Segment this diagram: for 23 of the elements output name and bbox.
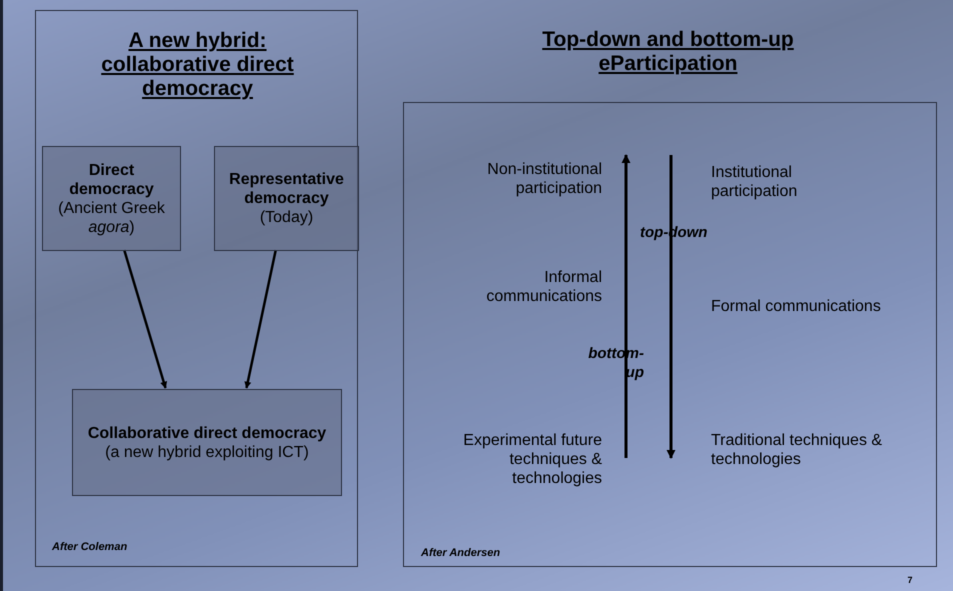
panel: [35, 10, 358, 567]
panel-title: A new hybrid: collaborative direct democracy: [100, 29, 295, 101]
box-subtext: (Ancient Greek agora): [57, 198, 166, 236]
box-subtext: (Today): [258, 208, 314, 227]
text-label: Traditional techniques & technologies: [711, 431, 884, 469]
text-label: Formal communications: [711, 297, 881, 316]
arrow: [244, 250, 277, 389]
source-note: After Andersen: [421, 547, 500, 559]
text-label: Non-institutional participation: [486, 160, 602, 198]
text-label: Informal communications: [485, 268, 602, 306]
concept-box: [42, 146, 181, 251]
text-label: Institutional participation: [711, 163, 798, 201]
page-number: 7: [906, 575, 914, 585]
box-heading: Collaborative direct democracy: [86, 424, 328, 442]
box-subtext: (a new hybrid exploiting ICT): [104, 442, 310, 462]
box-heading: Representative democracy: [228, 170, 345, 208]
text-label: Experimental future techniques & technologies: [462, 431, 602, 488]
panel-title: Top-down and bottom-up eParticipation: [541, 28, 795, 76]
source-note: After Coleman: [52, 541, 128, 553]
arrow: [123, 250, 168, 389]
concept-box: [214, 146, 359, 251]
concept-box: [72, 389, 342, 496]
box-heading: Direct democracy: [68, 160, 155, 198]
